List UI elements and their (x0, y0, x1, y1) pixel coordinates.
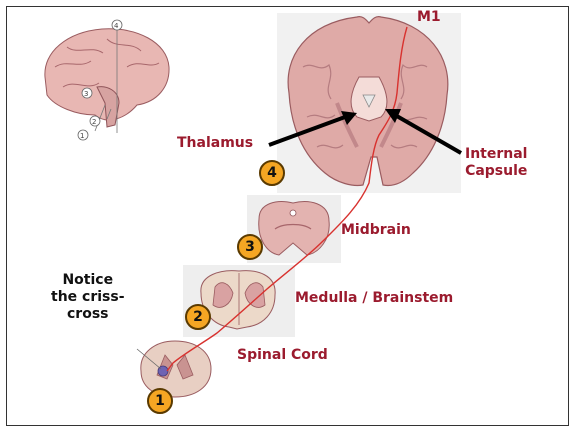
notice-line-1: Notice (62, 272, 114, 288)
internal-capsule-label: Internal Capsule (465, 146, 527, 180)
inset-brain: 4 3 2 1 (44, 19, 170, 141)
internal-capsule-arrow (385, 109, 462, 155)
inset-marker-4-label: 4 (114, 22, 119, 30)
corticospinal-pathway (166, 26, 408, 372)
spinal-cord-label: Spinal Cord (237, 347, 328, 363)
inset-marker-1-label: 1 (80, 132, 84, 140)
step-badge-1: 1 (147, 388, 173, 414)
internal-capsule-label-line1: Internal (465, 146, 528, 162)
step-badge-2: 2 (185, 304, 211, 330)
inset-marker-3 (81, 87, 93, 99)
inset-marker-3-label: 3 (84, 90, 88, 98)
thalamus-label: Thalamus (177, 135, 254, 151)
inset-marker-1 (77, 129, 89, 141)
step-badge-4: 4 (259, 160, 285, 186)
inset-marker-4 (111, 19, 123, 31)
step-badge-3: 3 (237, 234, 263, 260)
internal-capsule-label-line2: Capsule (465, 163, 528, 179)
diagram-art: 4 3 2 1 (44, 13, 462, 398)
notice-line-2: the criss- (51, 289, 125, 305)
inset-marker-2 (89, 115, 101, 127)
notice-criss-cross-note: Notice the criss- cross (51, 272, 125, 323)
medulla-label: Medulla / Brainstem (295, 290, 454, 306)
notice-line-3: cross (67, 306, 109, 322)
m1-label: M1 (417, 9, 441, 25)
coronal-section (277, 13, 461, 193)
midbrain-label: Midbrain (341, 222, 411, 238)
inset-marker-2-label: 2 (92, 118, 96, 126)
spinal-cord-section (136, 340, 212, 398)
thalamus-arrow (268, 111, 357, 147)
midbrain-section (247, 195, 341, 263)
slide: 4 3 2 1 (6, 6, 569, 426)
